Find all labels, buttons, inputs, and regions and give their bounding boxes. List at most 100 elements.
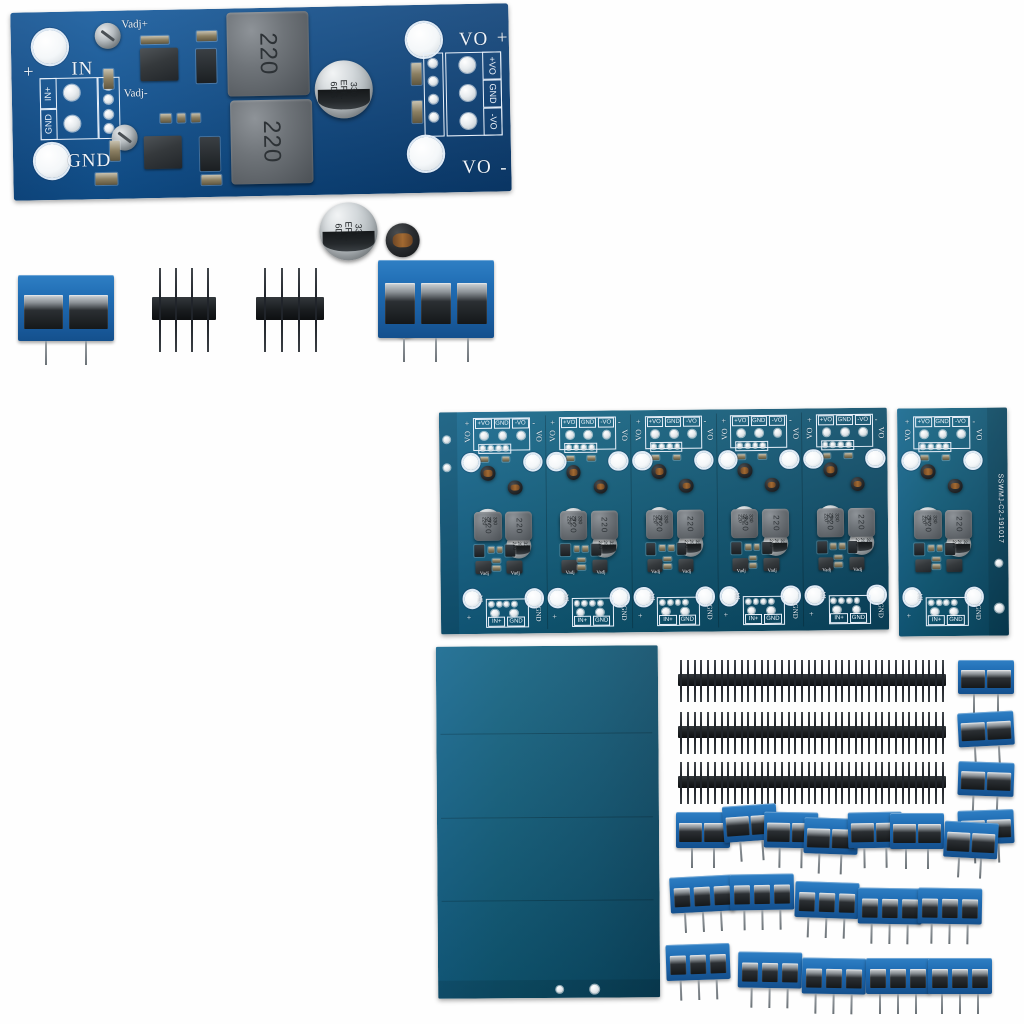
header-pin [812,712,819,754]
terminal-leg [729,841,753,863]
terminal-block-3pin [917,887,983,945]
header-pin [913,660,920,702]
header-pin [718,762,725,804]
header-body [678,674,946,687]
terminal-slots [893,823,941,843]
header-pin [933,762,940,804]
header-pin [886,762,893,804]
terminal-slot [689,954,707,974]
header-pin [691,660,698,702]
header-pin [846,660,853,702]
header-pin [758,762,765,804]
terminal-slot [851,822,874,842]
terminal-slot [384,283,415,324]
terminal-slot [673,887,691,907]
header-pin [899,660,906,702]
terminal-slot [773,884,791,904]
header-pin [718,712,725,754]
header-pin [906,660,913,702]
header-pin [691,712,698,754]
terminal-slot [806,827,830,848]
header-pin [832,712,839,754]
terminal-slots [805,968,863,989]
terminal-slots [931,968,989,988]
terminal-block-3pin [928,958,992,1014]
terminal-legs [922,923,976,945]
terminal-leg [962,694,986,713]
terminal-legs [26,341,107,365]
terminal-slots [384,283,488,324]
header-pin [758,660,765,702]
header-pin [846,762,853,804]
header-pin [812,660,819,702]
terminal-slots [961,720,1012,742]
terminal-legs [962,694,1009,713]
header-pin [290,268,307,352]
terminal-legs [806,993,860,1015]
terminal-slot [845,969,863,989]
header-body [256,296,324,321]
header-pin [772,762,779,804]
terminal-slots [798,891,856,913]
header-pin [812,762,819,804]
terminal-slot [679,822,702,842]
header-pins [678,762,946,804]
header-pins [256,268,324,352]
header-pin [307,268,324,352]
header-pin [772,712,779,754]
header-pin [765,660,772,702]
header-pins [152,268,216,352]
terminal-slots [733,884,791,905]
header-pin [852,660,859,702]
header-pin [184,268,200,352]
terminal-slot [960,771,985,790]
terminal-slot [818,892,836,912]
header-pin [785,762,792,804]
header-pin [832,762,839,804]
terminal-leg [708,979,727,1000]
header-pin [799,762,806,804]
terminal-slots [869,968,927,988]
header-pin [919,712,926,754]
terminal-slot [767,822,790,842]
terminal-slot [893,823,916,843]
terminal-block-3pin [669,874,735,933]
header-pin [678,712,685,754]
loose-terminal-block-3pin [378,260,494,362]
header-pin [678,660,685,702]
terminal-legs [387,338,484,362]
terminal-leg [951,994,969,1014]
header-pin [691,762,698,804]
terminal-slot [838,893,856,913]
terminal-block-3pin [794,880,860,939]
header-pin [893,712,900,754]
terminal-slot [909,968,927,988]
terminal-block-3pin [866,958,930,1014]
header-pin [738,762,745,804]
terminal-leg [889,994,907,1014]
header-pin [785,712,792,754]
terminal-leg [880,923,898,945]
terminal-slot [961,899,979,919]
terminal-leg [940,923,958,945]
header-pin [738,712,745,754]
terminal-leg [824,993,842,1015]
terminal-leg [735,910,753,931]
terminal-leg [452,338,484,362]
header-pin [825,660,832,702]
header-pin [846,712,853,754]
header-pin [152,268,168,352]
header-pin [926,762,933,804]
header-pin [933,712,940,754]
header-pin [879,660,886,702]
terminal-slot [987,670,1011,688]
header-pins [678,712,946,754]
terminal-leg [894,849,917,869]
header-pin [805,660,812,702]
terminal-leg [830,854,853,875]
loose-pin-header-4pin-a [152,268,216,352]
terminal-slot [987,772,1011,791]
header-pin [256,268,273,352]
